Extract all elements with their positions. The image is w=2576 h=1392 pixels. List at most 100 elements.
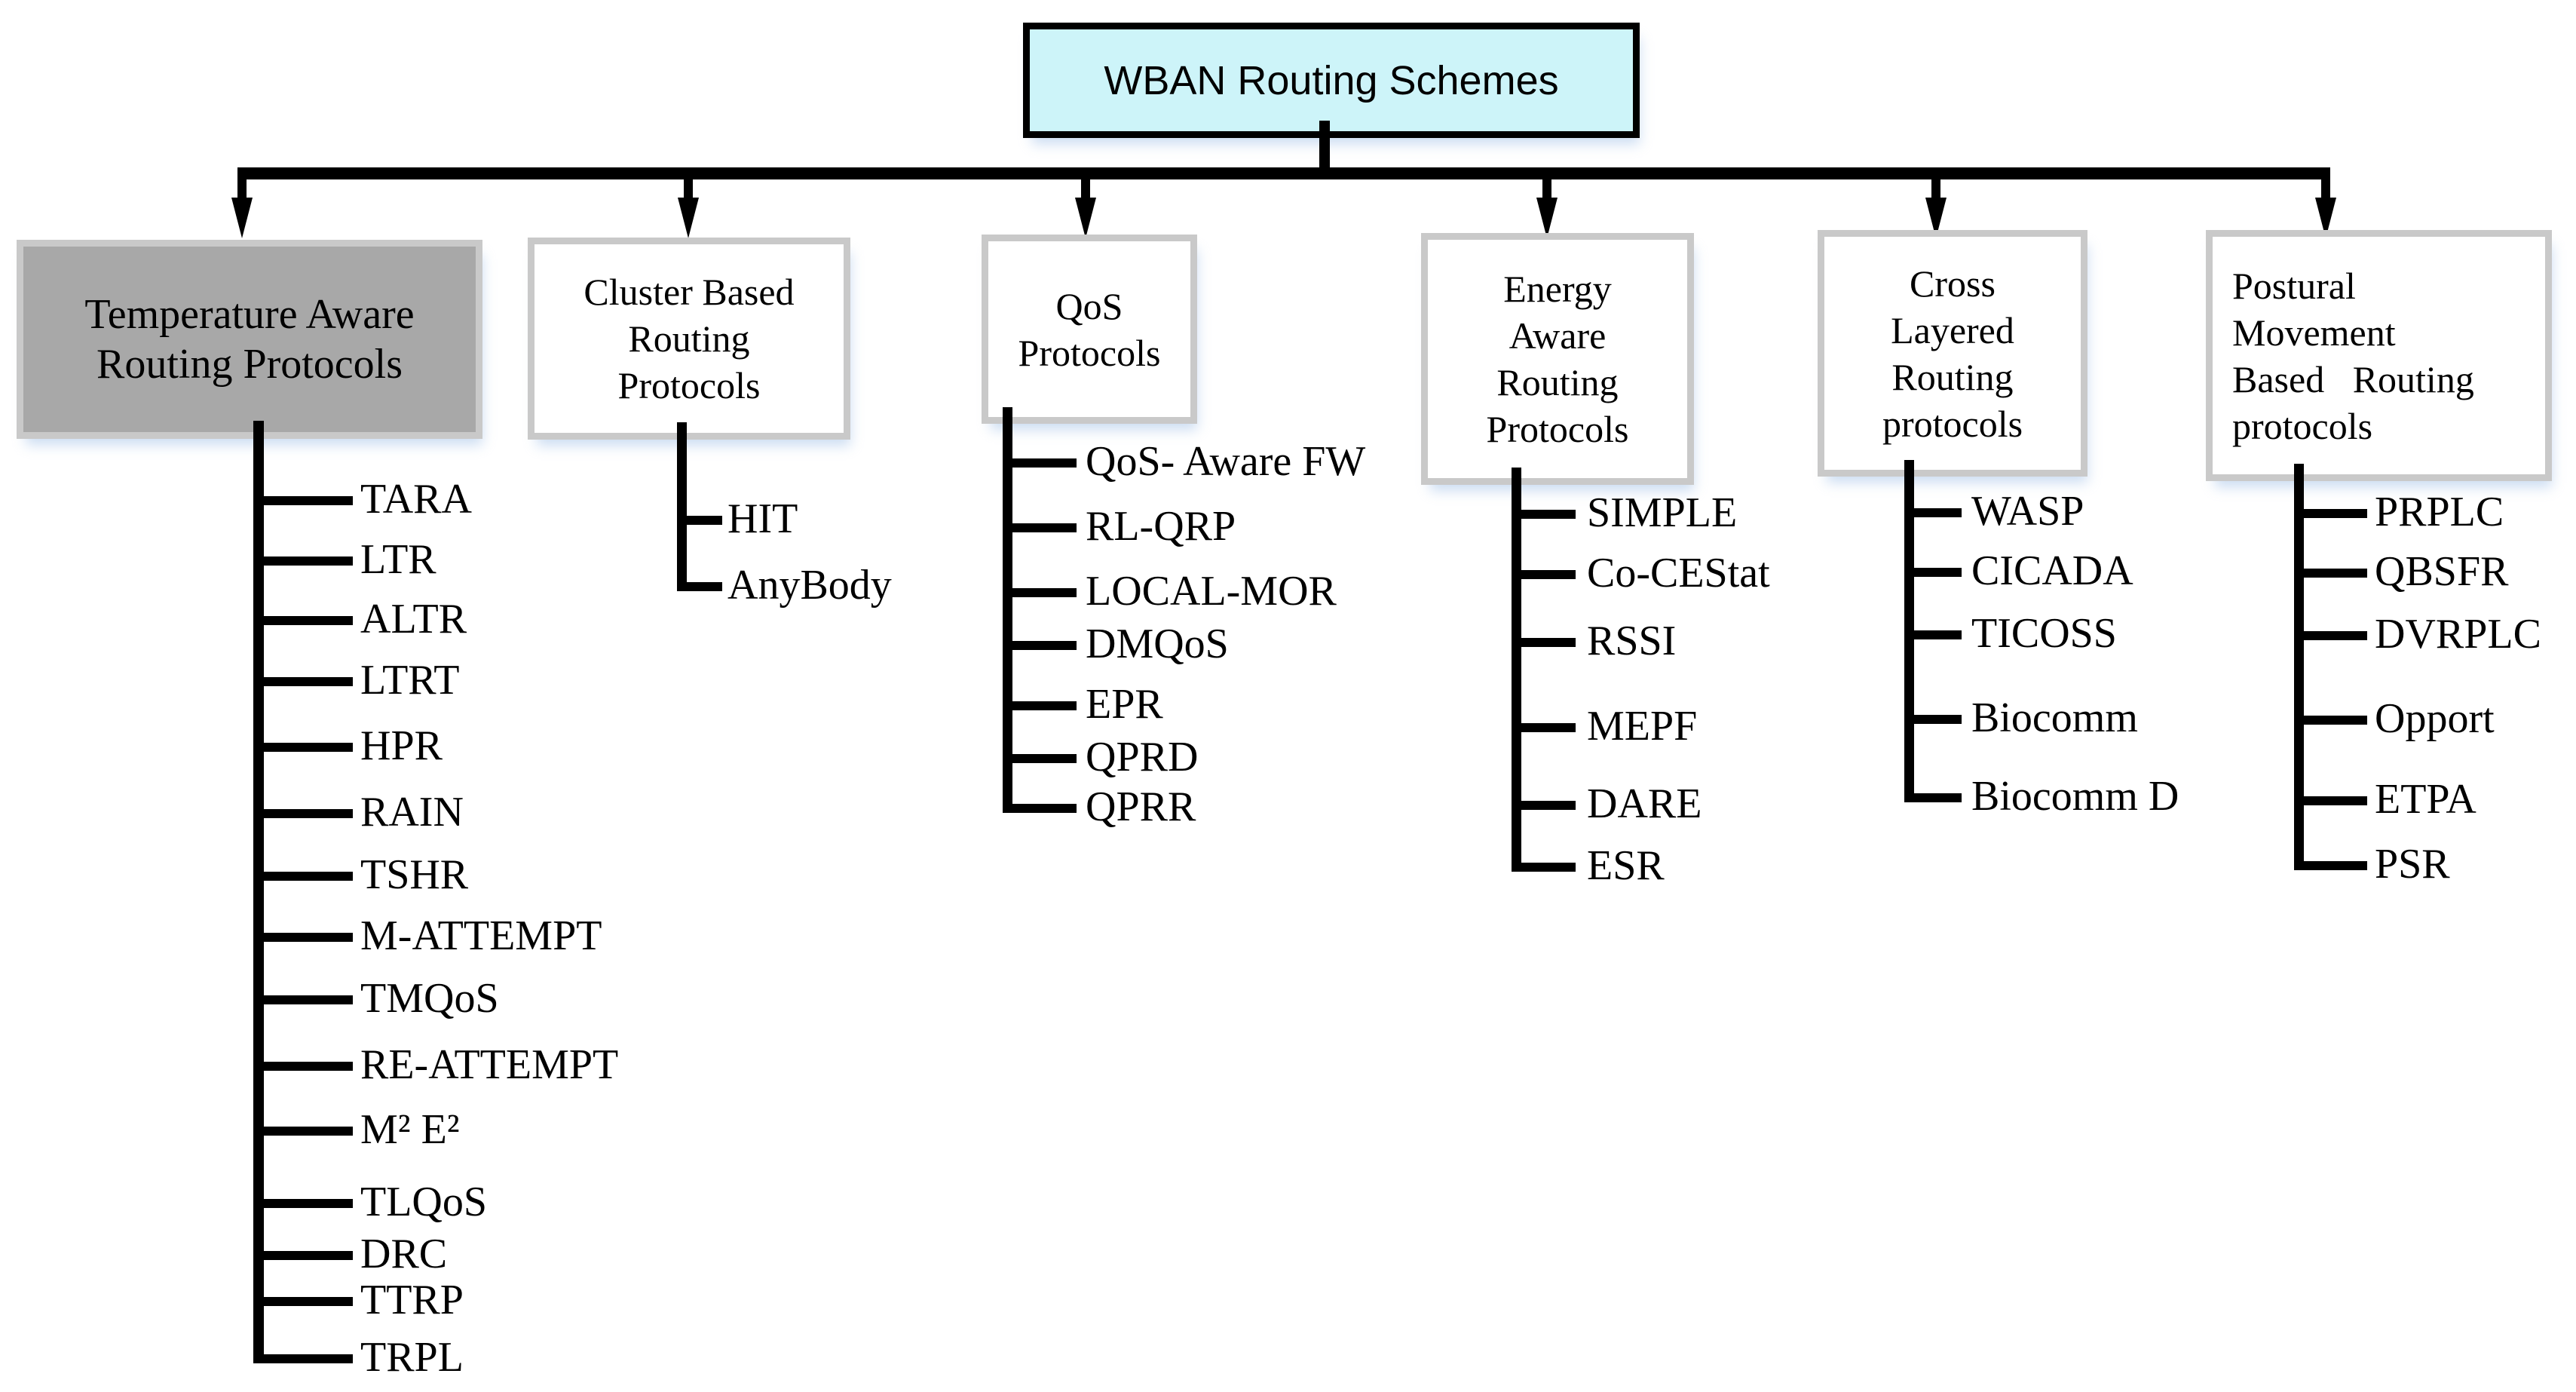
protocol-item: TTRP <box>360 1277 464 1323</box>
category-box-postural-movement: Postural Movement Based Routing protocol… <box>2206 230 2552 481</box>
connector-tick <box>2304 509 2367 518</box>
connector-tick <box>264 995 353 1004</box>
protocol-item: EPR <box>1086 681 1163 728</box>
protocol-item: Opport <box>2375 695 2495 742</box>
connector-tick <box>264 743 353 752</box>
connector-arrow-stem <box>237 178 247 202</box>
category-box-cross-layered: Cross Layered Routing protocols <box>1818 230 2087 477</box>
protocol-item: HIT <box>727 495 798 542</box>
protocol-item: Biocomm D <box>1971 773 2179 820</box>
connector-tick <box>264 872 353 881</box>
protocol-item: LTR <box>360 536 436 583</box>
protocol-item: TLQoS <box>360 1179 487 1225</box>
connector-tick <box>2304 716 2367 725</box>
category-box-temperature-aware: Temperature Aware Routing Protocols <box>17 240 482 439</box>
connector-stem <box>1512 468 1521 872</box>
connector-tick <box>264 556 353 566</box>
protocol-item: M² E² <box>360 1106 460 1153</box>
protocol-item: RAIN <box>360 789 464 836</box>
protocol-item: DRC <box>360 1231 448 1277</box>
protocol-item: TARA <box>360 476 472 523</box>
protocol-item: LOCAL-MOR <box>1086 568 1337 615</box>
arrow-down-icon <box>231 198 253 238</box>
protocol-item: QPRR <box>1086 783 1196 830</box>
connector-tick <box>1914 793 1962 802</box>
protocol-item: Biocomm <box>1971 694 2138 741</box>
connector-tick <box>2304 569 2367 578</box>
protocol-item: PRPLC <box>2375 489 2504 535</box>
connector-arrow-stem <box>1542 178 1551 202</box>
connector-tick <box>1012 523 1077 532</box>
connector-tick <box>2304 631 2367 640</box>
connector-arrow-stem <box>2321 178 2330 202</box>
connector-arrow-stem <box>684 178 693 202</box>
arrow-down-icon <box>1536 198 1558 238</box>
connector-tick <box>1012 458 1077 468</box>
protocol-item: M-ATTEMPT <box>360 912 602 959</box>
category-box-qos: QoS Protocols <box>982 235 1197 424</box>
connector-arrow-stem <box>1081 178 1090 202</box>
protocol-item: LTRT <box>360 657 460 704</box>
protocol-item: Co-CEStat <box>1587 550 1770 596</box>
protocol-item: PSR <box>2375 841 2450 888</box>
category-box-cluster-based: Cluster Based Routing Protocols <box>528 238 850 440</box>
connector-tick <box>1012 754 1077 763</box>
connector-tick <box>1914 715 1962 724</box>
protocol-item: SIMPLE <box>1587 489 1738 536</box>
connector-tick <box>264 1127 353 1136</box>
protocol-item: TRPL <box>360 1334 464 1381</box>
protocol-item: TICOSS <box>1971 610 2117 657</box>
connector-tick <box>1012 701 1077 710</box>
connector-tick <box>264 809 353 818</box>
connector-tick <box>264 1354 353 1363</box>
connector-bus <box>237 167 2330 179</box>
protocol-item: DARE <box>1587 780 1702 827</box>
protocol-item: RL-QRP <box>1086 503 1236 550</box>
protocol-item: RE-ATTEMPT <box>360 1041 619 1088</box>
protocol-item: AnyBody <box>727 562 892 609</box>
connector-stem <box>1003 407 1012 813</box>
protocol-item: ALTR <box>360 596 467 642</box>
connector-tick <box>264 496 353 505</box>
arrow-down-icon <box>678 198 699 238</box>
protocol-item: DMQoS <box>1086 621 1229 667</box>
root-node-wban-routing-schemes: WBAN Routing Schemes <box>1023 23 1640 138</box>
protocol-item: CICADA <box>1971 547 2133 594</box>
protocol-item: RSSI <box>1587 618 1677 664</box>
connector-tick <box>1521 510 1576 519</box>
connector-tick <box>2304 796 2367 805</box>
connector-tick <box>1914 568 1962 577</box>
connector-stem <box>2294 464 2304 870</box>
protocol-item: TSHR <box>360 851 469 898</box>
connector-tick <box>1521 638 1576 647</box>
protocol-item: ESR <box>1587 842 1665 889</box>
connector-tick <box>1914 508 1962 517</box>
category-box-energy-aware: Energy Aware Routing Protocols <box>1421 233 1694 485</box>
protocol-item: WASP <box>1971 488 2084 535</box>
connector-tick <box>264 1251 353 1260</box>
connector-tick <box>1012 588 1077 597</box>
connector-tick <box>2304 861 2367 870</box>
connector-stem <box>253 421 264 1363</box>
connector-tick <box>1012 804 1077 813</box>
connector-root-stem <box>1319 121 1330 169</box>
arrow-down-icon <box>1075 198 1096 238</box>
connector-tick <box>264 677 353 686</box>
connector-arrow-stem <box>1931 178 1940 202</box>
connector-tick <box>1521 570 1576 579</box>
connector-tick <box>264 1062 353 1071</box>
connector-tick <box>264 933 353 942</box>
protocol-item: HPR <box>360 722 443 769</box>
protocol-item: TMQoS <box>360 975 499 1022</box>
protocol-item: QBSFR <box>2375 548 2509 595</box>
connector-stem <box>677 422 687 591</box>
connector-tick <box>264 616 353 625</box>
protocol-item: MEPF <box>1587 703 1698 750</box>
